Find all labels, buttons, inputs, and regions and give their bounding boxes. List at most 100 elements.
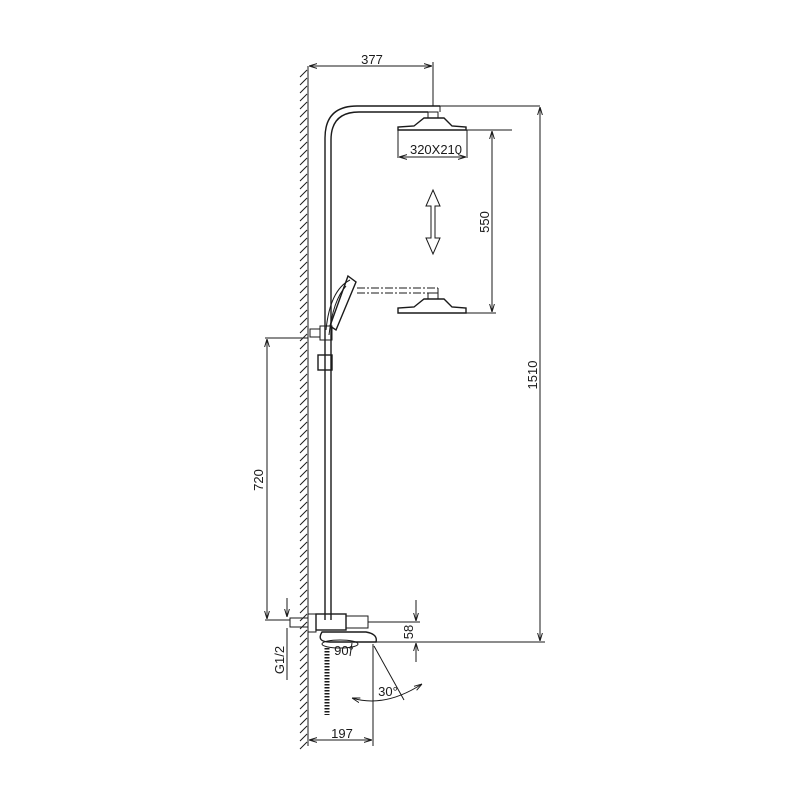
wall-hatch-line	[299, 125, 308, 134]
wall-hatch-line	[299, 493, 308, 502]
wall-hatch-line	[299, 157, 308, 166]
dimension-lines	[265, 62, 545, 746]
wall-hatch-line	[299, 421, 308, 430]
wall-hatch-line	[299, 437, 308, 446]
wall-hatch-line	[299, 469, 308, 478]
wall-hatch-line	[299, 253, 308, 262]
wall-hatch-line	[299, 413, 308, 422]
wall-hatch-line	[299, 85, 308, 94]
wall-hatch-line	[299, 637, 308, 646]
wall-hatch-line	[299, 69, 308, 78]
wall-hatch-line	[299, 685, 308, 694]
wall-hatch-line	[299, 597, 308, 606]
wall-hatch-line	[299, 77, 308, 86]
wall-hatch-line	[299, 229, 308, 238]
wall-hatch-line	[299, 549, 308, 558]
wall-hatch-line	[299, 101, 308, 110]
wall-hatch-line	[299, 405, 308, 414]
wall-hatch-line	[299, 485, 308, 494]
height-adjust-arrow-icon	[425, 188, 441, 256]
wall-hatch-line	[299, 709, 308, 718]
wall-hatch-line	[299, 557, 308, 566]
wall-hatch-line	[299, 533, 308, 542]
wall-hatch-line	[299, 277, 308, 286]
wall-hatch-line	[299, 285, 308, 294]
wall-hatch-line	[299, 349, 308, 358]
wall-hatch-line	[299, 117, 308, 126]
wall	[299, 66, 309, 750]
wall-hatch-line	[299, 453, 308, 462]
wall-hatch-line	[299, 173, 308, 182]
wall-hatch-line	[299, 501, 308, 510]
hand-shower	[309, 274, 357, 371]
wall-hatch-line	[299, 741, 308, 750]
wall-hatch-line	[299, 621, 308, 630]
lowered-shower-head-phantom	[357, 287, 496, 314]
wall-hatch-line	[299, 717, 308, 726]
dim-spout-rotation: 30°	[378, 684, 398, 699]
wall-hatch-line	[299, 589, 308, 598]
bath-mixer	[289, 613, 377, 657]
wall-hatch-line	[299, 669, 308, 678]
wall-hatch-line	[299, 221, 308, 230]
wall-hatch-line	[299, 373, 308, 382]
dim-spout-drop: 58	[401, 625, 416, 639]
wall-hatch-line	[299, 133, 308, 142]
wall-hatch-line	[299, 677, 308, 686]
wall-hatch-line	[299, 213, 308, 222]
wall-hatch-line	[299, 141, 308, 150]
wall-hatch-line	[299, 509, 308, 518]
wall-hatch-line	[299, 325, 308, 334]
wall-hatch-line	[299, 237, 308, 246]
wall-hatch-line	[299, 733, 308, 742]
wall-hatch-line	[299, 525, 308, 534]
dim-bracket-height: 720	[251, 469, 266, 491]
wall-hatch-line	[299, 701, 308, 710]
wall-hatch-line	[299, 261, 308, 270]
wall-hatch-line	[299, 269, 308, 278]
dim-total-height: 1510	[525, 361, 540, 390]
rain-shower-head	[397, 111, 512, 158]
dim-head-adjust: 550	[477, 211, 492, 233]
wall-hatch-line	[299, 317, 308, 326]
wall-hatch-line	[299, 397, 308, 406]
wall-hatch-line	[299, 109, 308, 118]
wall-hatch-line	[299, 309, 308, 318]
wall-hatch-line	[299, 301, 308, 310]
dim-handle-angle: 90°	[334, 643, 354, 658]
wall-hatch-line	[299, 357, 308, 366]
wall-hatch-line	[299, 205, 308, 214]
wall-hatch-line	[299, 725, 308, 734]
wall-hatch-line	[299, 293, 308, 302]
wall-hatch-line	[299, 541, 308, 550]
wall-hatch-line	[299, 93, 308, 102]
wall-hatch-line	[299, 581, 308, 590]
wall-hatch-line	[299, 693, 308, 702]
wall-hatch-line	[299, 189, 308, 198]
dim-arm-reach: 377	[361, 52, 383, 67]
dim-head-size: 320X210	[410, 142, 462, 157]
wall-hatch-line	[299, 445, 308, 454]
wall-hatch-line	[299, 381, 308, 390]
riser-pipe	[324, 105, 540, 620]
wall-hatch-line	[299, 461, 308, 470]
wall-hatch-line	[299, 245, 308, 254]
wall-hatch-line	[299, 565, 308, 574]
dim-spout-reach: 197	[331, 726, 353, 741]
wall-hatch-line	[299, 365, 308, 374]
wall-hatch-line	[299, 645, 308, 654]
wall-hatch-line	[299, 181, 308, 190]
wall-hatch-line	[299, 429, 308, 438]
wall-hatch-line	[299, 573, 308, 582]
wall-hatch-line	[299, 517, 308, 526]
wall-hatch-line	[299, 389, 308, 398]
wall-hatch-line	[299, 477, 308, 486]
wall-hatch-line	[299, 149, 308, 158]
wall-hatch-line	[299, 629, 308, 638]
wall-hatch-line	[299, 341, 308, 350]
wall-hatch-line	[299, 197, 308, 206]
wall-hatch-line	[299, 165, 308, 174]
dim-thread: G1/2	[272, 646, 287, 674]
